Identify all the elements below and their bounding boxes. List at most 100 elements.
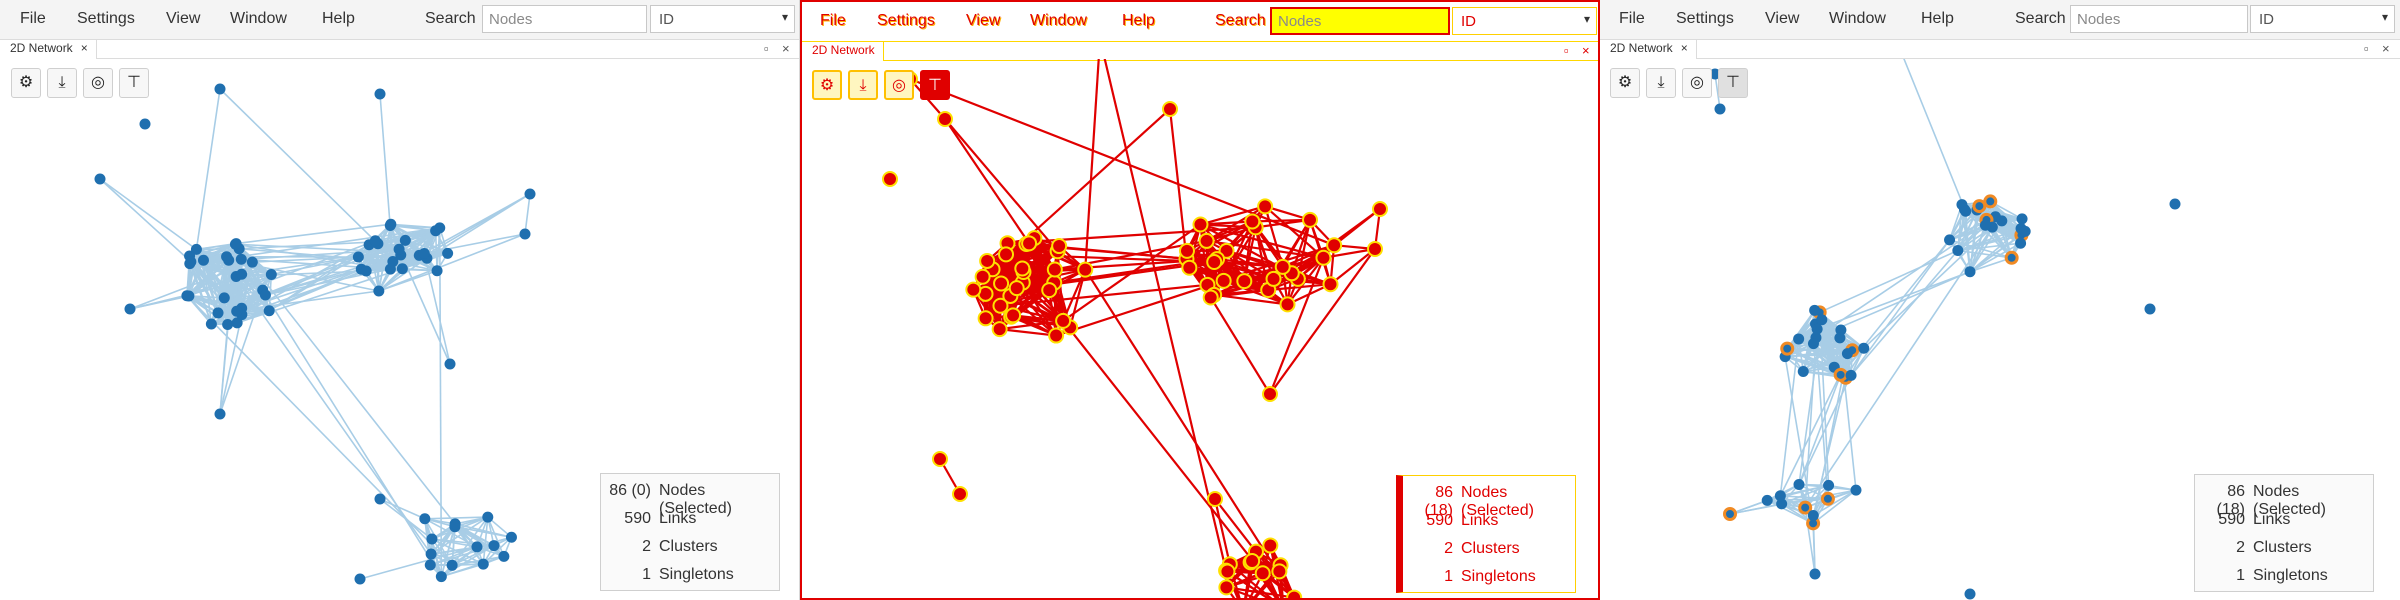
graph-node[interactable] (1262, 386, 1278, 402)
graph-node[interactable] (1723, 507, 1737, 521)
graph-node[interactable] (977, 310, 994, 327)
graph-node[interactable] (230, 238, 242, 250)
graph-node[interactable] (214, 408, 226, 420)
graph-node[interactable] (246, 256, 258, 268)
menu-file[interactable]: File (20, 10, 46, 27)
maximize-icon[interactable]: ▫ (1564, 43, 1569, 58)
graph-node[interactable] (1279, 296, 1296, 313)
graph-node[interactable] (1964, 266, 1976, 278)
graph-node[interactable] (1809, 568, 1821, 580)
graph-node[interactable] (1265, 270, 1282, 287)
graph-node[interactable] (1262, 537, 1279, 554)
graph-node[interactable] (396, 263, 408, 275)
graph-node[interactable] (1367, 241, 1383, 257)
graph-node[interactable] (431, 265, 443, 277)
target-icon[interactable]: ◎ (83, 68, 113, 98)
graph-node[interactable] (1996, 215, 2008, 227)
menu-help[interactable]: Help (1122, 12, 1155, 29)
graph-node[interactable] (2016, 213, 2028, 225)
menu-settings[interactable]: Settings (877, 12, 935, 29)
pin-icon[interactable]: ⊤ (1718, 68, 1748, 98)
graph-node[interactable] (1776, 498, 1788, 510)
graph-node[interactable] (992, 297, 1009, 314)
graph-node[interactable] (425, 548, 437, 560)
graph-node[interactable] (1254, 565, 1271, 582)
network-canvas[interactable] (802, 31, 1598, 598)
graph-node[interactable] (1046, 261, 1063, 278)
graph-node[interactable] (185, 256, 197, 268)
graph-node[interactable] (231, 305, 243, 317)
graph-node[interactable] (993, 275, 1010, 292)
graph-node[interactable] (1219, 563, 1236, 580)
graph-node[interactable] (519, 228, 531, 240)
graph-node[interactable] (952, 486, 968, 502)
graph-node[interactable] (1809, 304, 1821, 316)
graph-node[interactable] (1845, 369, 1857, 381)
graph-node[interactable] (1807, 338, 1819, 350)
graph-node[interactable] (882, 171, 898, 187)
graph-node[interactable] (991, 321, 1008, 338)
graph-node[interactable] (1793, 478, 1805, 490)
graph-node[interactable] (965, 281, 982, 298)
graph-node[interactable] (1198, 232, 1215, 249)
graph-node[interactable] (374, 88, 386, 100)
menu-view[interactable]: View (966, 12, 1001, 29)
graph-node[interactable] (1302, 211, 1319, 228)
graph-node[interactable] (1274, 258, 1291, 275)
graph-node[interactable] (183, 290, 195, 302)
menu-view[interactable]: View (166, 10, 201, 27)
graph-node[interactable] (94, 173, 106, 185)
graph-node[interactable] (419, 513, 431, 525)
search-input[interactable] (2070, 5, 2248, 33)
search-input[interactable] (1270, 7, 1450, 35)
graph-node[interactable] (1944, 234, 1956, 246)
graph-node[interactable] (1797, 366, 1809, 378)
graph-node[interactable] (1774, 490, 1786, 502)
graph-node[interactable] (524, 188, 536, 200)
graph-node[interactable] (354, 573, 366, 585)
graph-node[interactable] (1326, 237, 1343, 254)
graph-node[interactable] (1714, 103, 1726, 115)
graph-node[interactable] (1823, 479, 1835, 491)
graph-node[interactable] (482, 511, 494, 523)
graph-node[interactable] (212, 307, 224, 319)
graph-node[interactable] (1077, 261, 1094, 278)
tab-2d-network[interactable]: 2D Network× (0, 40, 97, 59)
menu-settings[interactable]: Settings (1676, 10, 1734, 27)
download-icon[interactable]: ⤓ (848, 70, 878, 100)
graph-node[interactable] (1215, 272, 1232, 289)
graph-node[interactable] (139, 118, 151, 130)
maximize-icon[interactable]: ▫ (764, 41, 769, 56)
menu-window[interactable]: Window (230, 10, 287, 27)
menu-window[interactable]: Window (1829, 10, 1886, 27)
graph-node[interactable] (1051, 238, 1068, 255)
graph-node[interactable] (1850, 484, 1862, 496)
close-window-icon[interactable]: × (782, 41, 790, 56)
graph-node[interactable] (1202, 289, 1219, 306)
graph-node[interactable] (236, 268, 248, 280)
gear-icon[interactable]: ⚙ (11, 68, 41, 98)
graph-node[interactable] (505, 531, 517, 543)
graph-node[interactable] (235, 253, 247, 265)
menu-view[interactable]: View (1765, 10, 1800, 27)
network-canvas[interactable] (0, 33, 800, 600)
menu-settings[interactable]: Settings (77, 10, 135, 27)
network-canvas[interactable] (1600, 22, 2400, 600)
graph-node[interactable] (214, 83, 226, 95)
graph-node[interactable] (1178, 242, 1195, 259)
network-graph[interactable] (0, 33, 800, 600)
graph-node[interactable] (1983, 194, 1998, 209)
graph-node[interactable] (1841, 348, 1853, 360)
graph-node[interactable] (435, 571, 447, 583)
tab-2d-network[interactable]: 2D Network (802, 42, 884, 61)
graph-node[interactable] (2015, 237, 2027, 249)
graph-node[interactable] (231, 317, 243, 329)
graph-node[interactable] (1192, 216, 1209, 233)
graph-node[interactable] (1048, 327, 1065, 344)
graph-node[interactable] (1793, 333, 1805, 345)
graph-node[interactable] (1008, 280, 1025, 297)
menu-window[interactable]: Window (1030, 12, 1087, 29)
graph-node[interactable] (263, 305, 275, 317)
graph-node[interactable] (444, 358, 456, 370)
graph-node[interactable] (2004, 250, 2019, 265)
